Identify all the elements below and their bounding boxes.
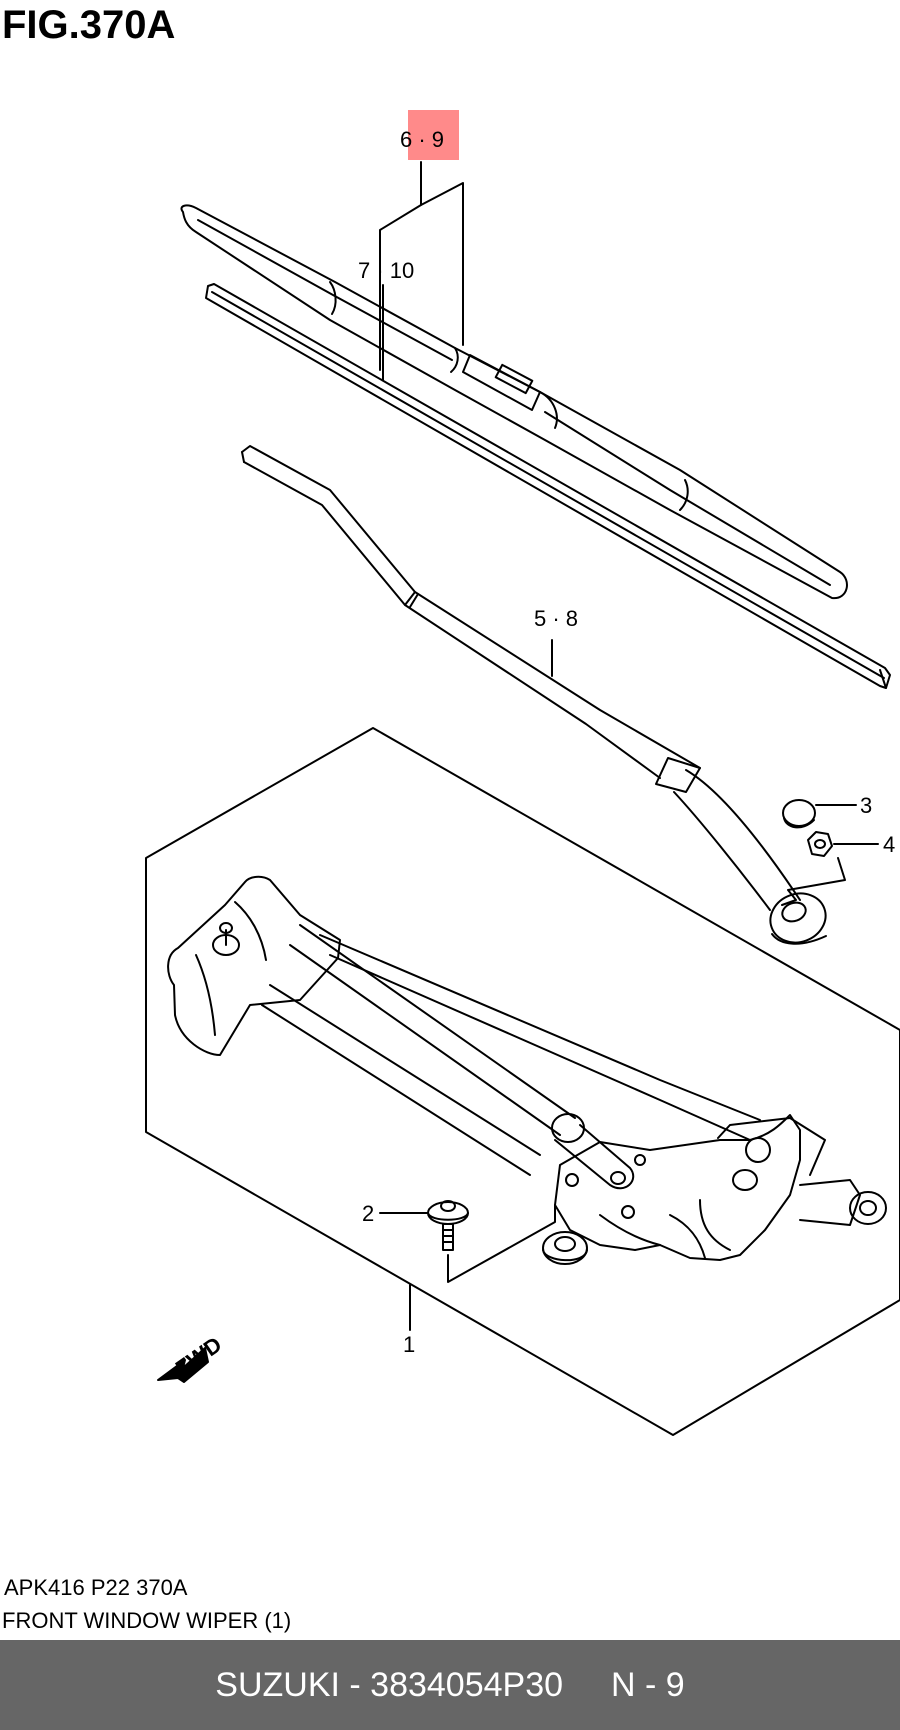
leader-blade-assembly [379,161,464,371]
callout-bolt: 2 [362,1201,374,1226]
footer-bar: SUZUKI - 3834054P30 N - 9 [0,1640,900,1730]
cap-part-3 [782,799,857,829]
nut-part-4 [781,831,879,906]
callout-wiper-arm: 5 · 8 [534,606,578,631]
figure-caption-name: FRONT WINDOW WIPER (1) [2,1608,292,1633]
wiper-linkage-assembly [167,875,887,1265]
figure-caption-code: APK416 P22 370A [4,1575,188,1600]
linkage-boundary [145,727,900,1436]
highlight-box [408,110,459,160]
footer-page: N - 9 [611,1665,685,1704]
wiper-arm [241,445,827,945]
callout-cap: 3 [860,793,872,818]
callout-linkage: 1 [403,1332,415,1357]
wiper-blade-refill [205,283,891,689]
callout-blade-refill: 7 · 10 [358,258,414,283]
wiper-blade-assembly [180,204,848,600]
figure-title: FIG.370A [2,3,176,47]
bolt-part-2 [379,1200,556,1283]
callout-blade-assembly: 6 · 9 [400,127,444,152]
fwd-arrow-icon: FWD [157,1332,226,1383]
footer-brand-part: SUZUKI - 3834054P30 [215,1665,564,1704]
callout-nut: 4 [883,832,895,857]
fwd-label: FWD [171,1332,226,1381]
wiper-exploded-diagram: FWD 6 · 9 7 · 10 5 · 8 3 4 2 1 [145,110,900,1436]
